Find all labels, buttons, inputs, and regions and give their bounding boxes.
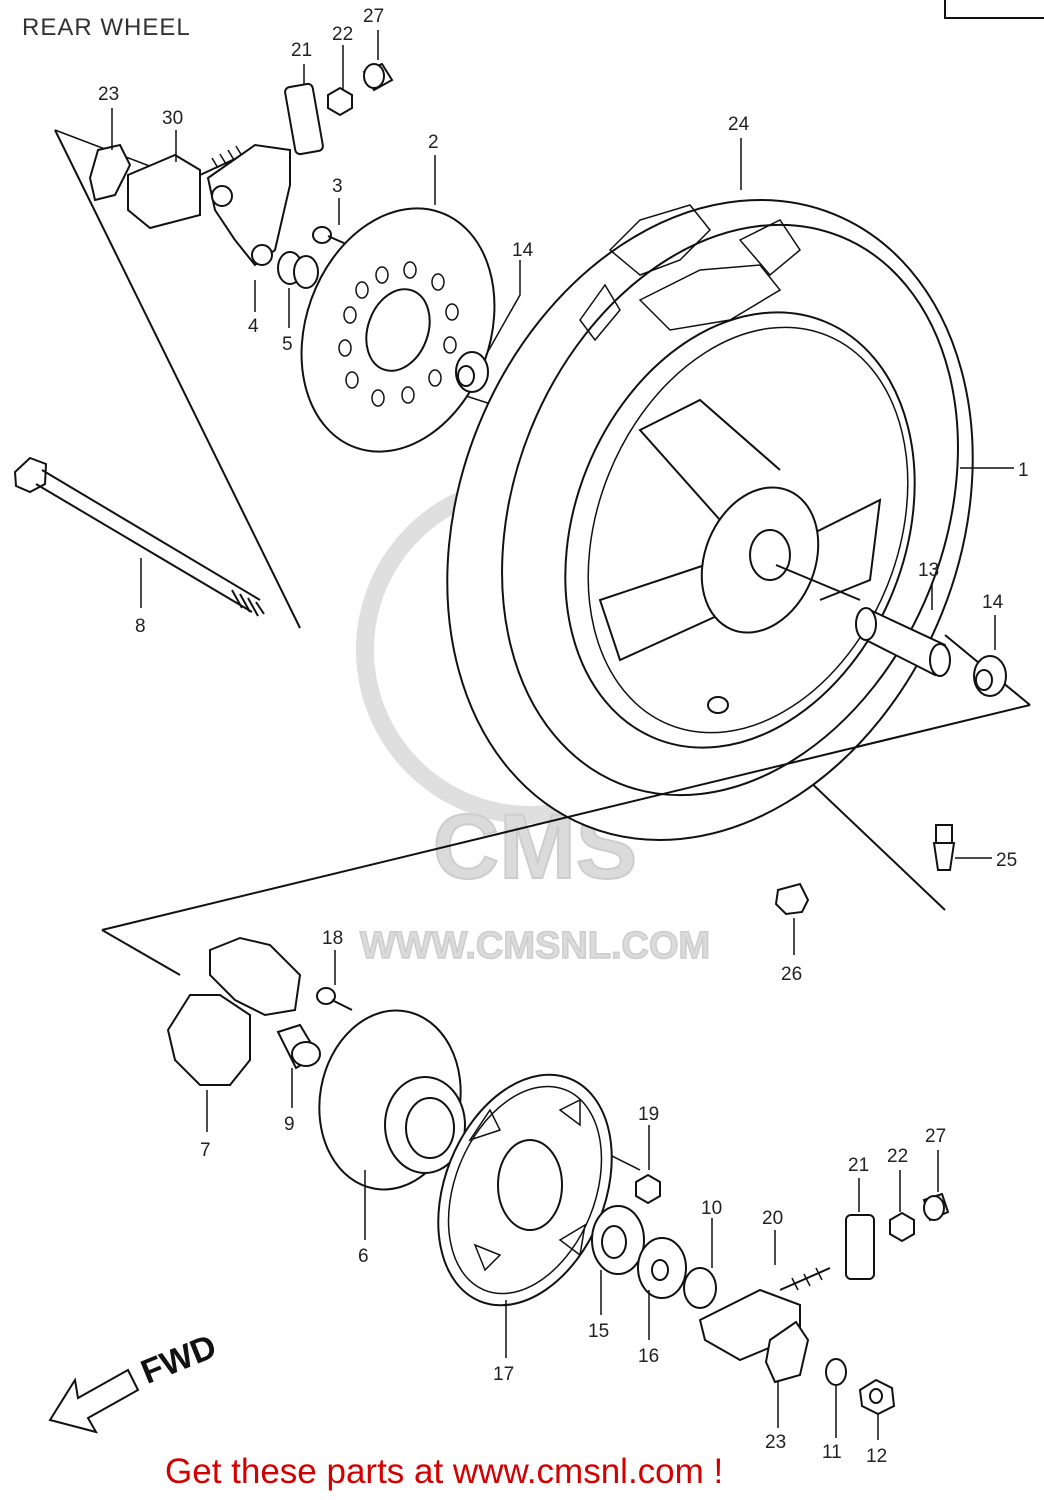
watermark-url: WWW.CMSNL.COM	[360, 925, 710, 967]
callout-25: 25	[996, 850, 1017, 871]
part-sprocket-nut	[635, 1173, 661, 1205]
callout-26: 26	[781, 964, 802, 985]
callout-leaders	[111, 30, 1014, 1440]
part-damper-rubbers	[166, 936, 302, 1086]
callout-9: 9	[284, 1114, 295, 1135]
part-chain-guide-lower	[845, 1214, 875, 1280]
callout-22-upper: 22	[332, 24, 353, 45]
callout-21-lower: 21	[848, 1155, 869, 1176]
callout-22-lower: 22	[887, 1146, 908, 1167]
callout-2: 2	[428, 132, 439, 153]
part-axle-nut	[858, 1378, 896, 1416]
callout-7: 7	[200, 1140, 211, 1161]
callout-4: 4	[248, 316, 259, 337]
part-caliper-bracket	[206, 143, 291, 267]
callout-17: 17	[493, 1364, 514, 1385]
callout-19: 19	[638, 1104, 659, 1125]
part-chain-adjuster-lower	[698, 1267, 831, 1362]
callout-3: 3	[332, 176, 343, 197]
callout-27-lower: 27	[925, 1126, 946, 1147]
fwd-arrow-icon	[48, 1368, 140, 1434]
get-parts-link[interactable]: Get these parts at www.cmsnl.com !	[165, 1452, 724, 1491]
part-rear-sprocket	[437, 1073, 613, 1307]
part-bearing	[591, 1205, 645, 1275]
callout-23-lower: 23	[765, 1432, 786, 1453]
callout-13: 13	[918, 560, 939, 581]
callout-16: 16	[638, 1346, 659, 1367]
part-cap-lower	[922, 1192, 950, 1222]
part-plate-upper	[88, 143, 132, 202]
part-valve	[932, 824, 956, 871]
part-plate-lower	[764, 1320, 810, 1384]
callout-20: 20	[762, 1208, 783, 1229]
part-clip	[774, 882, 810, 916]
part-washer	[637, 1237, 687, 1299]
part-axle	[13, 456, 265, 617]
part-wheel-and-tire	[446, 199, 974, 841]
callout-5: 5	[282, 334, 293, 355]
part-spacer-upper	[455, 351, 489, 393]
callout-11: 11	[822, 1442, 842, 1463]
part-chain-adjuster-upper	[127, 145, 251, 230]
callout-14-upper: 14	[512, 240, 534, 261]
callout-1: 1	[1018, 460, 1029, 481]
fwd-label: FWD	[136, 1327, 222, 1391]
callout-24: 24	[728, 114, 750, 135]
part-bushing	[277, 251, 319, 289]
page-title: REAR WHEEL	[22, 14, 191, 41]
assembly-guide-left-a	[54, 129, 301, 629]
callout-10: 10	[701, 1198, 722, 1219]
callout-23-upper: 23	[98, 84, 119, 105]
part-nut-upper	[327, 86, 353, 117]
part-hub-bushing	[276, 1023, 321, 1070]
callout-6: 6	[358, 1246, 369, 1267]
assembly-guide-lower-a	[101, 704, 1031, 931]
part-sprocket-drum	[318, 1009, 466, 1191]
callout-15: 15	[588, 1321, 609, 1342]
part-disc-bolt	[312, 226, 347, 245]
callout-21-upper: 21	[291, 40, 312, 61]
part-chain-guide-upper	[284, 82, 324, 156]
part-spacer-right	[973, 655, 1007, 697]
part-nut-lower	[889, 1211, 915, 1243]
part-spacer-lower	[683, 1267, 717, 1309]
callout-27-upper: 27	[363, 6, 384, 27]
part-axle-spacer	[855, 607, 951, 677]
part-small-washer	[825, 1358, 847, 1386]
callout-18: 18	[322, 928, 343, 949]
watermark-brand: CMS	[433, 796, 637, 898]
part-hub-bolt	[316, 987, 353, 1011]
callout-14-right: 14	[982, 592, 1004, 613]
part-cap-upper	[362, 62, 394, 92]
callout-8: 8	[135, 616, 146, 637]
frame-corner	[944, 0, 1044, 19]
callout-30: 30	[162, 108, 183, 129]
assembly-guide-lower-b	[101, 929, 181, 976]
callout-12: 12	[866, 1446, 887, 1467]
